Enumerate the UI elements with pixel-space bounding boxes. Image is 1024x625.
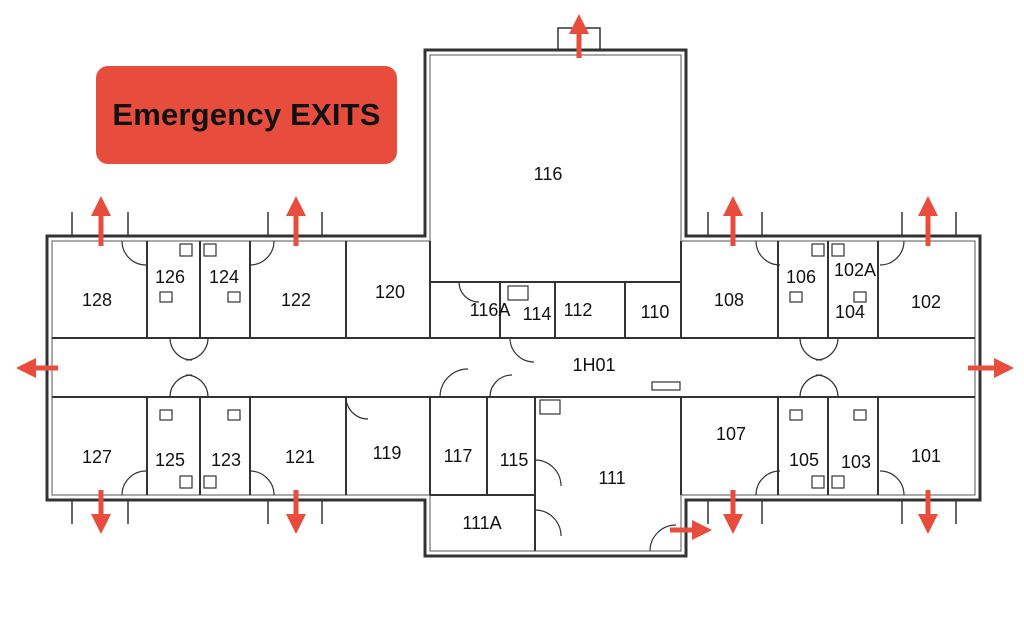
room-120: 120 [375, 282, 405, 302]
corridor-walls [52, 337, 975, 398]
room-103: 103 [841, 452, 871, 472]
south-partitions [146, 397, 879, 551]
room-124: 124 [209, 267, 239, 287]
exit-arrows [16, 14, 1014, 540]
room-114: 114 [523, 304, 552, 324]
room-127: 127 [82, 447, 112, 467]
north-partitions [146, 241, 879, 338]
room-122: 122 [281, 290, 311, 310]
room-123: 123 [211, 450, 241, 470]
emergency-exits-banner: Emergency EXITS [96, 66, 397, 164]
room-111a: 111A [462, 513, 501, 533]
room-105: 105 [789, 450, 819, 470]
room-119: 119 [373, 443, 402, 463]
room-101: 101 [911, 446, 941, 466]
outer-walls [45, 48, 982, 558]
room-labels: 116 128 126 124 122 120 116A 114 112 110… [82, 164, 941, 533]
door-swings [121, 240, 905, 552]
room-111: 111 [598, 468, 625, 488]
corridor-1h01: 1H01 [572, 355, 615, 375]
room-116a: 116A [470, 300, 511, 320]
fixtures [159, 243, 867, 489]
banner-title: Emergency EXITS [112, 97, 381, 132]
room-112: 112 [564, 300, 593, 320]
room-126: 126 [155, 267, 185, 287]
room-104: 104 [835, 302, 865, 322]
room-102a: 102A [834, 260, 876, 280]
room-115: 115 [500, 450, 529, 470]
room-121: 121 [285, 447, 315, 467]
room-102: 102 [911, 292, 941, 312]
room-106: 106 [786, 267, 816, 287]
room-116: 116 [534, 164, 563, 184]
room-107: 107 [716, 424, 746, 444]
room-117: 117 [444, 446, 473, 466]
room-128: 128 [82, 290, 112, 310]
room-125: 125 [155, 450, 185, 470]
room-110: 110 [641, 302, 670, 322]
room-108: 108 [714, 290, 744, 310]
